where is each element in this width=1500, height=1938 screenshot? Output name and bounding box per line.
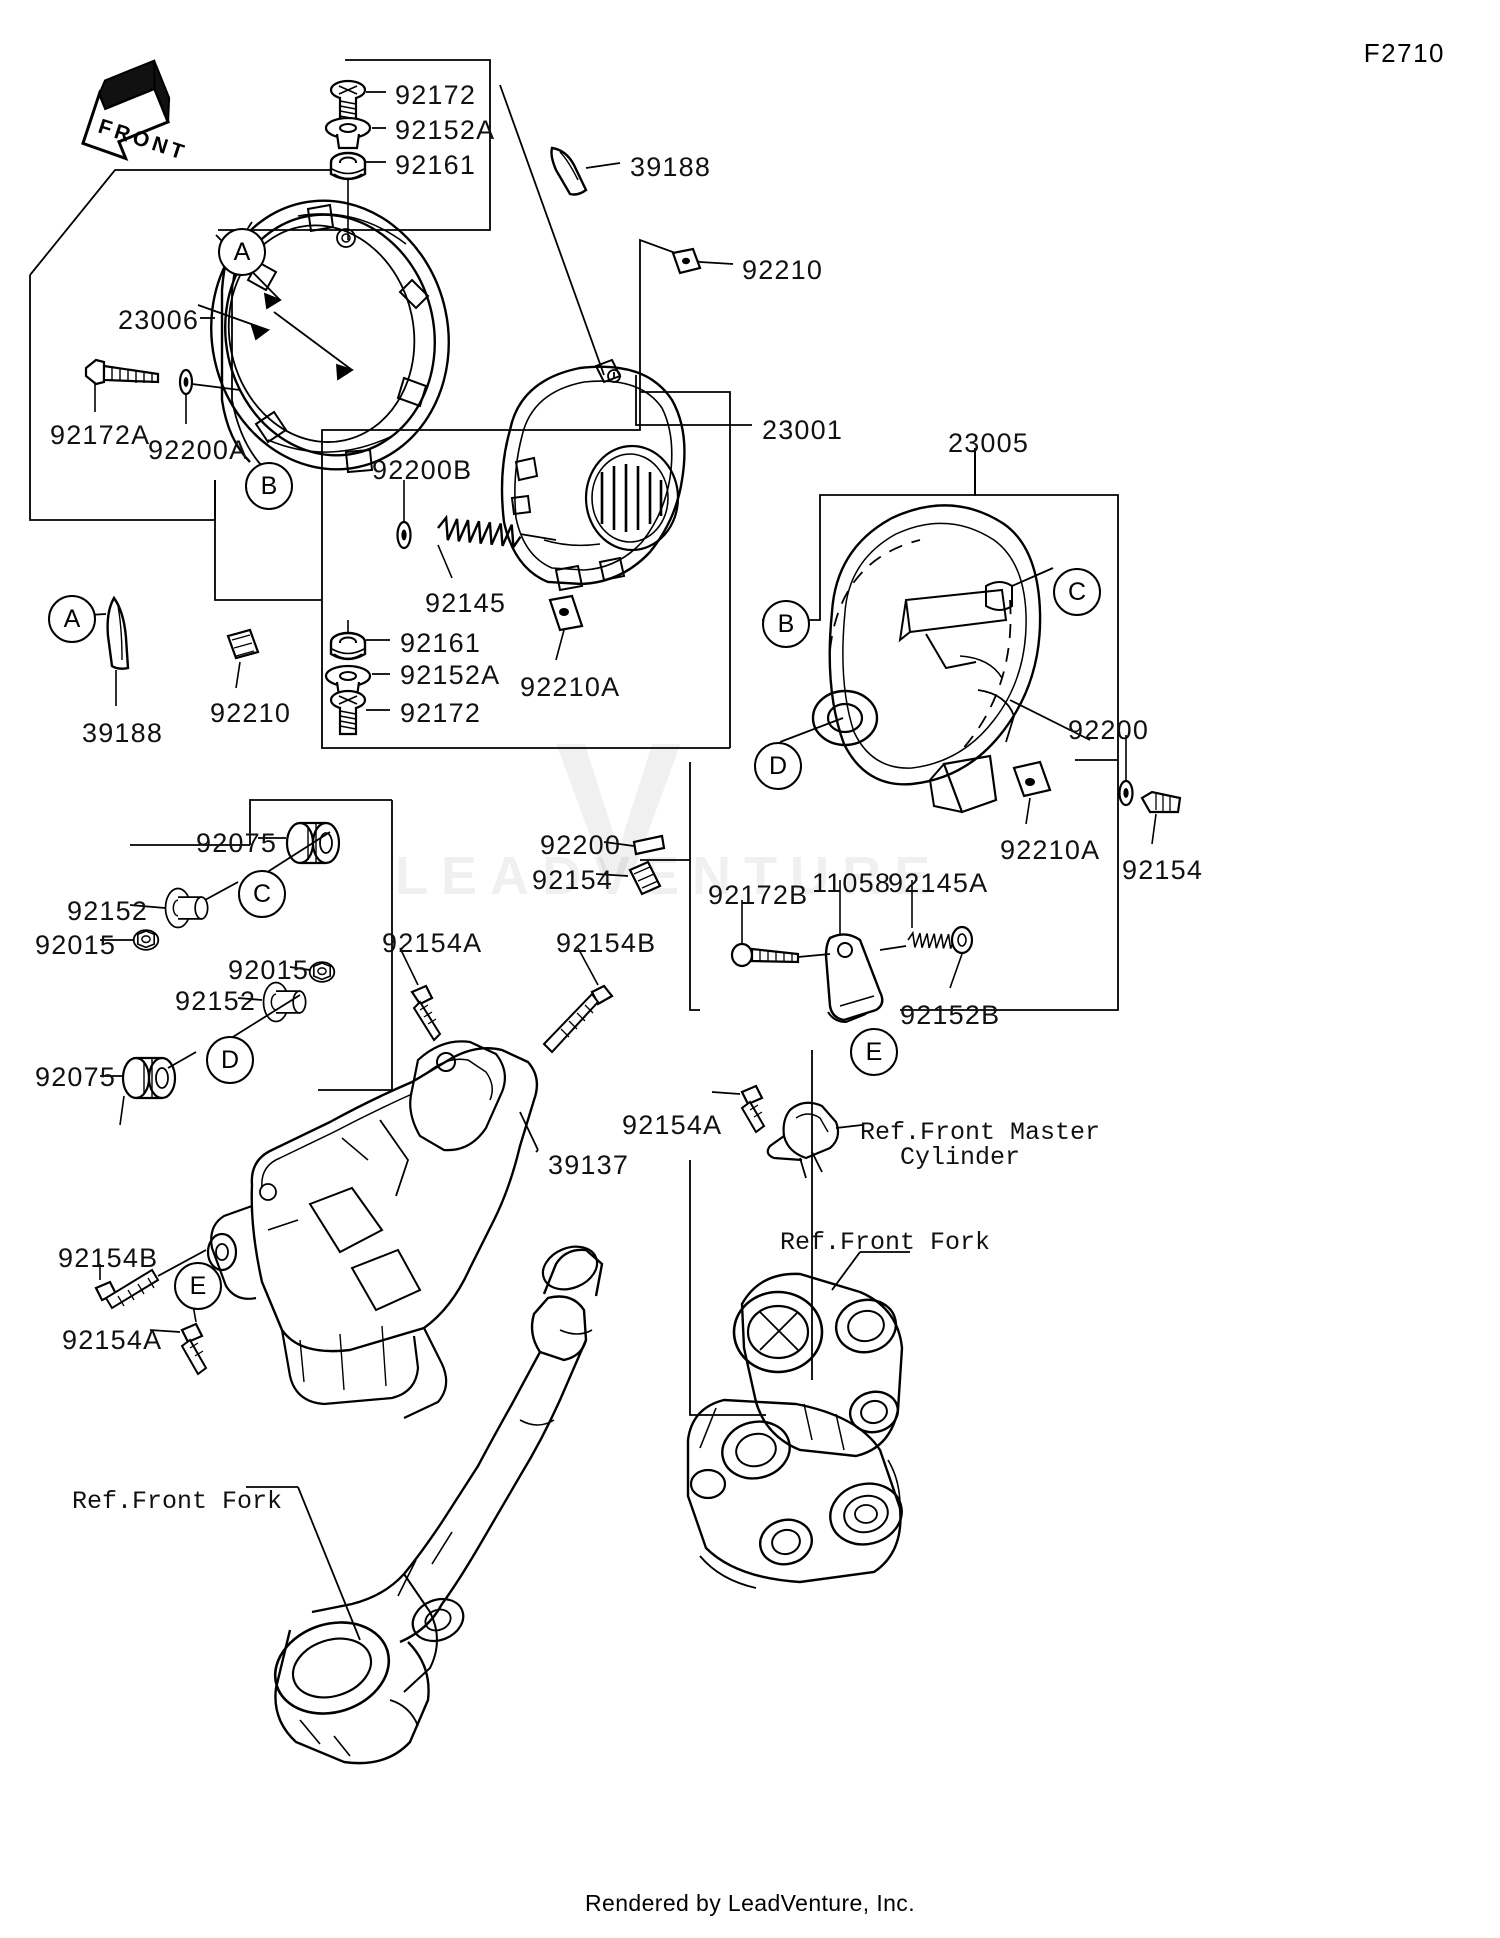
balloon-D-1: D <box>206 1036 254 1084</box>
washer-92200-right <box>1118 735 1134 807</box>
ref-front-fork-right: Ref.Front Fork <box>780 1228 991 1257</box>
collar-92152B <box>949 925 974 989</box>
callout-92154A-low: 92154A <box>62 1325 163 1355</box>
nut-92210A-mid <box>548 594 584 661</box>
callout-92075-D: 92075 <box>35 1062 117 1092</box>
washer-92200B <box>396 480 412 550</box>
collar-92152-D <box>227 981 307 1041</box>
callout-92172-top: 92172 <box>395 80 477 110</box>
washer-92200-mid <box>603 834 666 856</box>
callout-92154-right: 92154 <box>1122 855 1204 885</box>
bolt-92154A-low <box>149 1287 208 1376</box>
render-credit: Rendered by LeadVenture, Inc. <box>585 1890 915 1916</box>
nut-92210-top <box>671 247 734 275</box>
damper-92075-D <box>100 1051 197 1126</box>
callout-92015-D: 92015 <box>228 955 310 985</box>
callout-92210A-mid: 92210A <box>520 672 621 702</box>
group-leaders <box>29 59 1119 1416</box>
balloon-A-1: A <box>218 228 266 276</box>
callout-92200-mid: 92200 <box>540 830 622 860</box>
nut-92210A-right <box>1012 760 1052 825</box>
trim-strip-top <box>550 146 621 196</box>
callout-39137: 39137 <box>548 1150 630 1180</box>
ref-front-master-cylinder-line1: Ref.Front Master <box>860 1118 1101 1147</box>
callout-92161-top: 92161 <box>395 150 477 180</box>
bolt-92154-mid <box>595 860 662 896</box>
page-id: F2710 <box>1363 38 1445 68</box>
callout-92200-right: 92200 <box>1068 715 1150 745</box>
callout-92172B: 92172B <box>708 880 809 910</box>
spring-92145 <box>435 515 557 579</box>
balloon-D-2: D <box>754 742 802 790</box>
master-cylinder-clamp <box>766 1101 840 1179</box>
callout-92200A: 92200A <box>148 435 249 465</box>
callout-92152A-bot: 92152A <box>400 660 501 690</box>
bolt-92154B-low <box>94 1249 207 1310</box>
headlight-housing-23005 <box>811 504 1042 814</box>
callout-11058: 11058 <box>812 868 892 898</box>
nut-92015-D <box>289 961 336 983</box>
ref-front-fork-left: Ref.Front Fork <box>72 1487 283 1516</box>
callout-39188-left: 39188 <box>82 718 164 748</box>
callout-92152-D: 92152 <box>175 986 257 1016</box>
screw-92172B <box>730 900 831 968</box>
nut-92210-left <box>226 628 260 689</box>
bracket-11058 <box>824 933 884 1024</box>
front-fork-right <box>686 1272 904 1589</box>
headlight-bracket-39137 <box>206 1040 539 1419</box>
callout-92154B-low: 92154B <box>58 1243 159 1273</box>
bolt-92154-right <box>1140 790 1182 845</box>
washer-92200A <box>178 368 241 424</box>
callout-92015-C: 92015 <box>35 930 117 960</box>
bolt-92154A-up <box>399 947 442 1042</box>
callout-92172A: 92172A <box>50 420 151 450</box>
balloon-E-2: E <box>174 1262 222 1310</box>
balloon-E-1: E <box>850 1028 898 1076</box>
callout-92172-bot: 92172 <box>400 698 482 728</box>
callout-39188-top: 39188 <box>630 152 712 182</box>
front-arrow-icon: FRONT <box>81 59 190 165</box>
balloon-B-2: B <box>762 600 810 648</box>
callout-23005: 23005 <box>948 428 1030 458</box>
callout-92152-C: 92152 <box>67 896 149 926</box>
callout-92161-bot: 92161 <box>400 628 482 658</box>
front-fork-left <box>273 1245 604 1765</box>
bolt-92154B-up <box>542 947 614 1054</box>
callout-92210A-right: 92210A <box>1000 835 1101 865</box>
ref-front-master-cylinder-line2: Cylinder <box>900 1143 1021 1172</box>
balloon-C-2: C <box>1053 568 1101 616</box>
callout-92075-C: 92075 <box>196 828 278 858</box>
bolt-92154A-mc <box>711 1084 766 1134</box>
balloon-B-1: B <box>245 462 293 510</box>
balloon-C-1: C <box>238 870 286 918</box>
callout-23006: 23006 <box>118 305 200 335</box>
headlight-unit-23001 <box>500 358 686 592</box>
callout-92154B-up: 92154B <box>556 928 657 958</box>
nut-92015-C <box>100 929 160 951</box>
long-bolt-92172A <box>84 358 160 412</box>
damper-92075-C <box>257 821 341 879</box>
callout-92154A-up: 92154A <box>382 928 483 958</box>
callout-92145A: 92145A <box>888 868 989 898</box>
callout-92200B: 92200B <box>372 455 473 485</box>
callout-92154-mid: 92154 <box>532 865 614 895</box>
callout-92145: 92145 <box>425 588 507 618</box>
callout-92154A-mc: 92154A <box>622 1110 723 1140</box>
callout-92152B: 92152B <box>900 1000 1001 1030</box>
callout-92210-top: 92210 <box>742 255 824 285</box>
bottom-fastener-stack <box>324 620 390 736</box>
callout-92152A-top: 92152A <box>395 115 496 145</box>
trim-strip-left <box>71 595 130 706</box>
collar-92152-C <box>129 881 239 929</box>
balloon-A-2: A <box>48 595 96 643</box>
spring-92145A <box>879 880 963 951</box>
callout-92210-left: 92210 <box>210 698 292 728</box>
callout-23001: 23001 <box>762 415 844 445</box>
